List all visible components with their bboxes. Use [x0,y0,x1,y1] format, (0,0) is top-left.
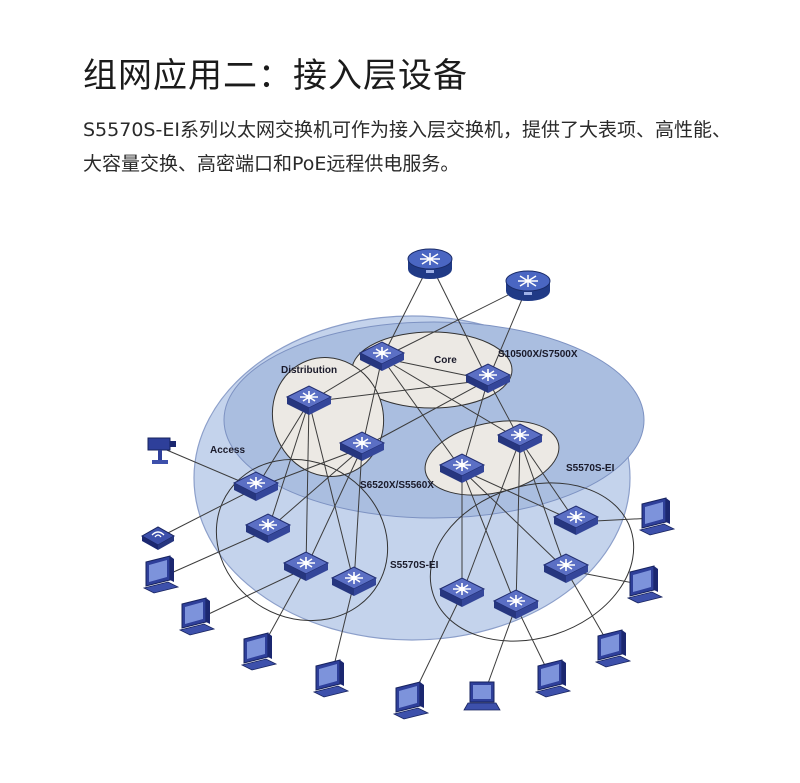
distribution-models-label: S6520X/S5560X [360,480,434,491]
access-right-ellipse [429,482,635,642]
pc-icon [627,565,663,604]
access-model-label: S5570S-EI [390,560,439,571]
laptop-icon [463,681,501,711]
page-title: 组网应用二：接入层设备 [83,56,468,96]
pc-icon [143,555,179,594]
router-icon [505,270,551,302]
pc-icon [639,497,675,536]
core-models-label: S10500X/S7500X [498,349,578,360]
pc-icon [595,629,631,668]
router-icon [407,248,453,280]
access-model-partial-clip: S5570S-EI [566,463,615,474]
access-label: Access [210,445,245,456]
wireless-ap-icon [140,526,176,550]
access-model-partial-label: S5570S-EI [566,463,615,474]
access-left-ellipse [215,458,389,622]
camera-icon [147,437,176,464]
distribution-label: Distribution [281,365,337,376]
pc-icon [241,632,277,671]
pc-icon [393,681,429,720]
page-description: S5570S-EI系列以太网交换机可作为接入层交换机，提供了大表项、高性能、大容… [83,119,731,175]
pc-icon [179,597,215,636]
pc-icon [535,659,571,698]
pc-icon [313,659,349,698]
network-topology-diagram: Core Distribution Access S10500X/S7500X … [140,248,675,720]
core-label: Core [434,355,457,366]
